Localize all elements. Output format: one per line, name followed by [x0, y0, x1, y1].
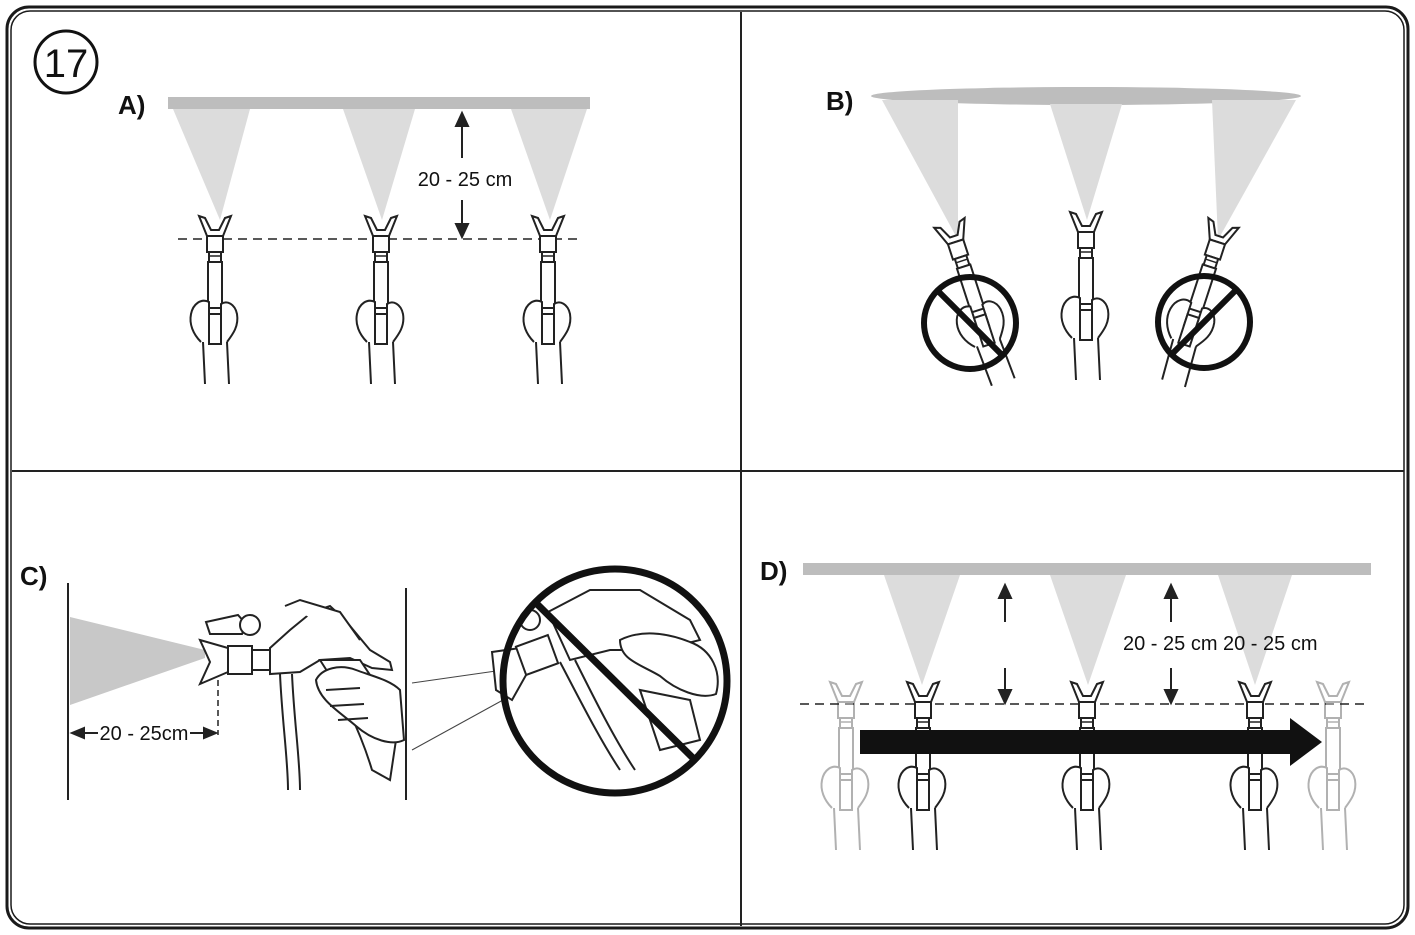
panel-d-gun-3 [1229, 681, 1279, 851]
panel-d-spray-3 [1218, 575, 1292, 685]
panel-b-prohibited-icon-1 [921, 274, 1019, 372]
panel-b-spray-2 [1050, 104, 1122, 220]
panel-d-distance-label-2: 20 - 25 cm [1223, 633, 1317, 655]
panel-d-painted-surface [803, 563, 1371, 575]
panel-c-prohibited-detail [490, 565, 731, 797]
panel-a-painted-surface [168, 97, 590, 109]
panel-b: B) [826, 86, 1301, 392]
panel-d-gun-faded-end [1308, 682, 1355, 850]
panel-b-uneven-coat [871, 87, 1301, 105]
panel-d: D) 20 - 25 cm 20 - 25 cm [760, 556, 1371, 851]
step-number-badge: 17 [33, 29, 99, 95]
panel-c: C) 20 - 25cm [20, 561, 731, 800]
panel-d-distance-label-1: 20 - 25 cm [1123, 633, 1217, 655]
step-number: 17 [44, 42, 89, 86]
panel-d-gun-2 [1061, 681, 1111, 851]
panel-c-distance-arrow [69, 726, 219, 740]
panel-a-label: A) [118, 90, 145, 120]
panel-a-gun-1 [189, 215, 239, 385]
panel-b-prohibited-icon-2 [1155, 273, 1253, 371]
panel-d-movement-arrow [860, 718, 1322, 766]
panel-c-spray-gun [198, 598, 406, 791]
panel-a-distance-label: 20 - 25 cm [418, 169, 512, 191]
panel-a-spray-1 [173, 109, 250, 220]
panel-d-distance-arrow-1 [997, 582, 1013, 706]
panel-a-gun-3 [522, 215, 572, 385]
panel-a-distance-arrow [454, 110, 470, 240]
panel-c-distance-label: 20 - 25cm [100, 723, 189, 745]
panel-a-gun-2 [355, 215, 405, 385]
panel-a-spray-2 [343, 109, 415, 220]
panel-b-spray-1 [882, 100, 958, 240]
panel-b-spray-3 [1212, 100, 1296, 240]
panel-d-gun-1 [897, 681, 947, 851]
panel-d-label: D) [760, 556, 787, 586]
panel-c-label: C) [20, 561, 47, 591]
panel-d-gun-faded-start [821, 682, 868, 850]
panel-d-distance-arrow-2 [1163, 582, 1179, 706]
panel-d-spray-2 [1050, 575, 1126, 685]
panel-d-spray-1 [884, 575, 960, 685]
panel-a: A) 20 - 25 cm [118, 90, 590, 385]
panel-b-label: B) [826, 86, 853, 116]
panel-c-spray [70, 617, 205, 705]
panel-b-gun-2 [1060, 211, 1110, 381]
panel-a-spray-3 [511, 109, 587, 220]
